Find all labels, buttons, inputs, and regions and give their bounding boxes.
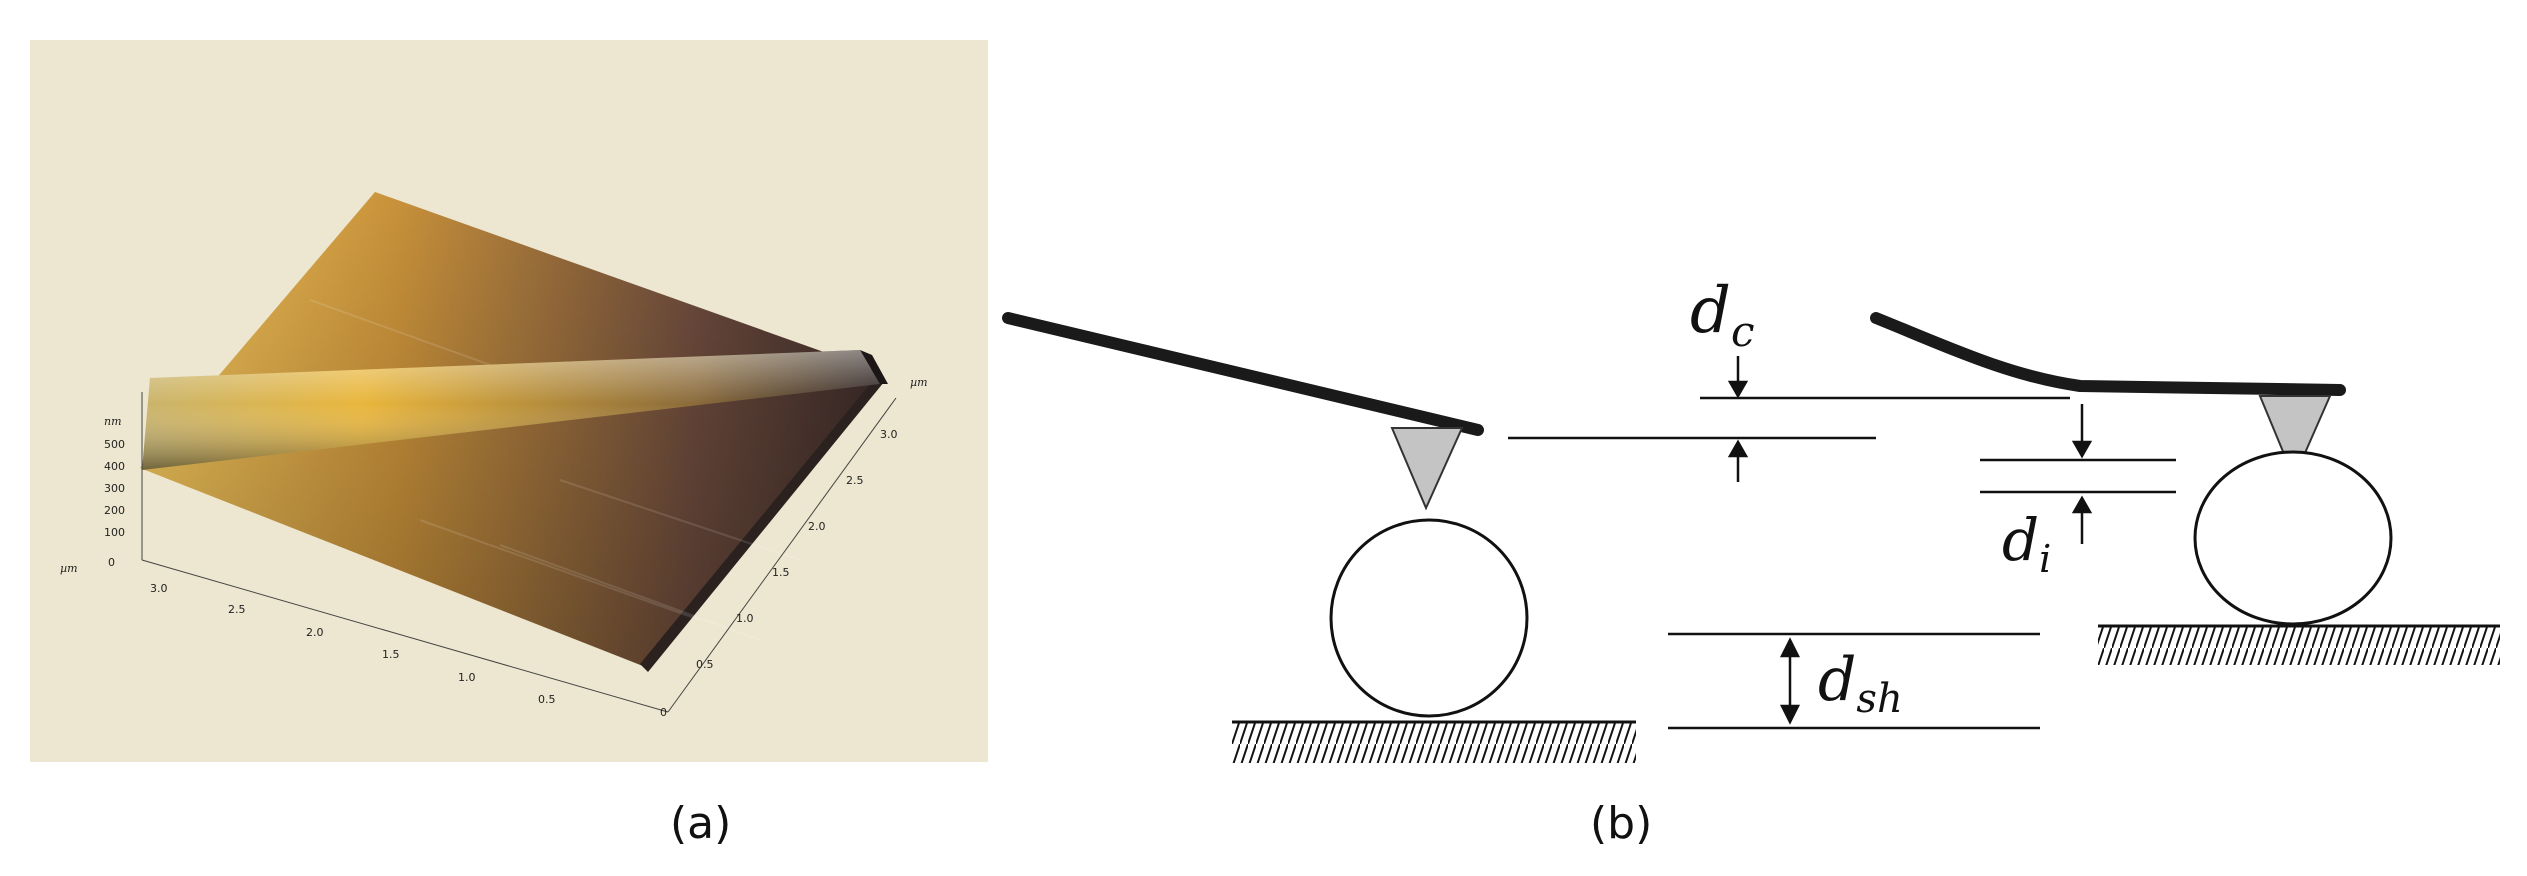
label-dsh: dsh <box>1818 645 1903 722</box>
y-tick: 0.5 <box>696 658 714 671</box>
substrate-right-hatch <box>2098 627 2500 665</box>
afm-scan-streaks <box>309 299 801 641</box>
caption-a: (a) <box>670 798 731 849</box>
afm-y-axis: µm 3.0 2.5 2.0 1.5 1.0 0.5 <box>696 376 928 671</box>
y-tick: 2.0 <box>808 520 826 533</box>
dimension-dsh <box>1668 632 2040 730</box>
x-tick: 1.0 <box>458 671 476 684</box>
x-tick: 1.5 <box>382 648 400 661</box>
z-axis-unit: nm <box>104 415 122 428</box>
label-dc: dc <box>1690 274 1755 356</box>
y-tick: 2.5 <box>846 474 864 487</box>
afm-z-axis: nm 500 400 300 200 100 0 <box>104 415 125 569</box>
x-tick: 0.5 <box>538 693 556 706</box>
sphere-right <box>2193 450 2393 626</box>
x-tick: 3.0 <box>150 582 168 595</box>
cantilever-right <box>1870 312 2346 396</box>
y-tick: 1.0 <box>736 612 754 625</box>
panel-b: dc di dsh (b) <box>1002 274 2500 849</box>
tip-right <box>2258 395 2332 481</box>
y-tick: 3.0 <box>880 428 898 441</box>
label-di: di <box>2002 506 2051 581</box>
afm-surface-shade <box>140 192 880 668</box>
panel-a: nm 500 400 300 200 100 0 µm 3.0 2.5 2.0 … <box>30 40 988 849</box>
afm-nanowire-shade <box>142 350 880 470</box>
z-tick: 200 <box>104 504 125 517</box>
y-tick: 1.5 <box>772 566 790 579</box>
z-tick: 300 <box>104 482 125 495</box>
substrate-left-hatch <box>1232 723 1636 763</box>
afm-axes <box>141 392 897 713</box>
caption-b: (b) <box>1590 798 1652 849</box>
dimension-dc <box>1508 356 2070 482</box>
z-tick: 100 <box>104 526 125 539</box>
z-tick: 0 <box>108 556 115 569</box>
x-tick: 0 <box>660 706 667 719</box>
cantilever-left <box>1002 312 1484 436</box>
afm-plate-edge <box>640 372 884 672</box>
y-axis-unit: µm <box>910 376 928 389</box>
afm-nanowire-end <box>860 350 888 384</box>
x-tick: 2.0 <box>306 626 324 639</box>
z-tick: 400 <box>104 460 125 473</box>
dimension-di <box>1980 404 2176 544</box>
z-tick: 500 <box>104 438 125 451</box>
afm-x-axis: µm 3.0 2.5 2.0 1.5 1.0 0.5 0 <box>60 562 667 719</box>
tip-left <box>1390 427 1464 511</box>
x-tick: 2.5 <box>228 603 246 616</box>
sphere-left <box>1329 518 1529 718</box>
x-axis-unit: µm <box>60 562 78 575</box>
